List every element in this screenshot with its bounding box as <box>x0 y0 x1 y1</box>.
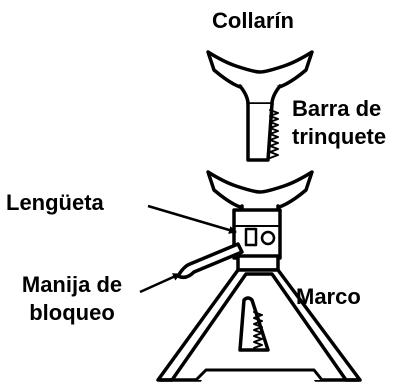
tab-arrow <box>147 204 237 234</box>
collar-neck <box>238 84 282 106</box>
lock-handle <box>176 242 244 280</box>
lock-handle-label-line1: Manija de <box>21 272 123 297</box>
lock-handle-arrow <box>139 272 181 294</box>
pointer-arrows <box>139 204 237 294</box>
frame-window-teeth <box>253 311 263 349</box>
collar-saddle <box>206 50 314 91</box>
lock-handle-label-line2: bloqueo <box>29 300 115 325</box>
tab <box>244 227 258 247</box>
stand-assembly <box>156 170 362 382</box>
frame-label: Marco <box>296 284 361 309</box>
frame-neck <box>236 254 280 272</box>
ratchet-bar-teeth <box>269 109 279 159</box>
tab-label: Lengüeta <box>6 190 104 215</box>
lower-saddle <box>206 170 314 211</box>
ratchet-bar-body <box>246 102 274 162</box>
base-rail <box>194 368 324 382</box>
pivot-pin <box>260 230 276 246</box>
upper-saddle-and-ratchet-bar <box>206 50 314 162</box>
ratchet-bar-label-line2: trinquete <box>292 124 387 149</box>
ratchet-bar-label-line1: Barra de <box>292 96 382 121</box>
collar-label: Collarín <box>212 8 294 33</box>
